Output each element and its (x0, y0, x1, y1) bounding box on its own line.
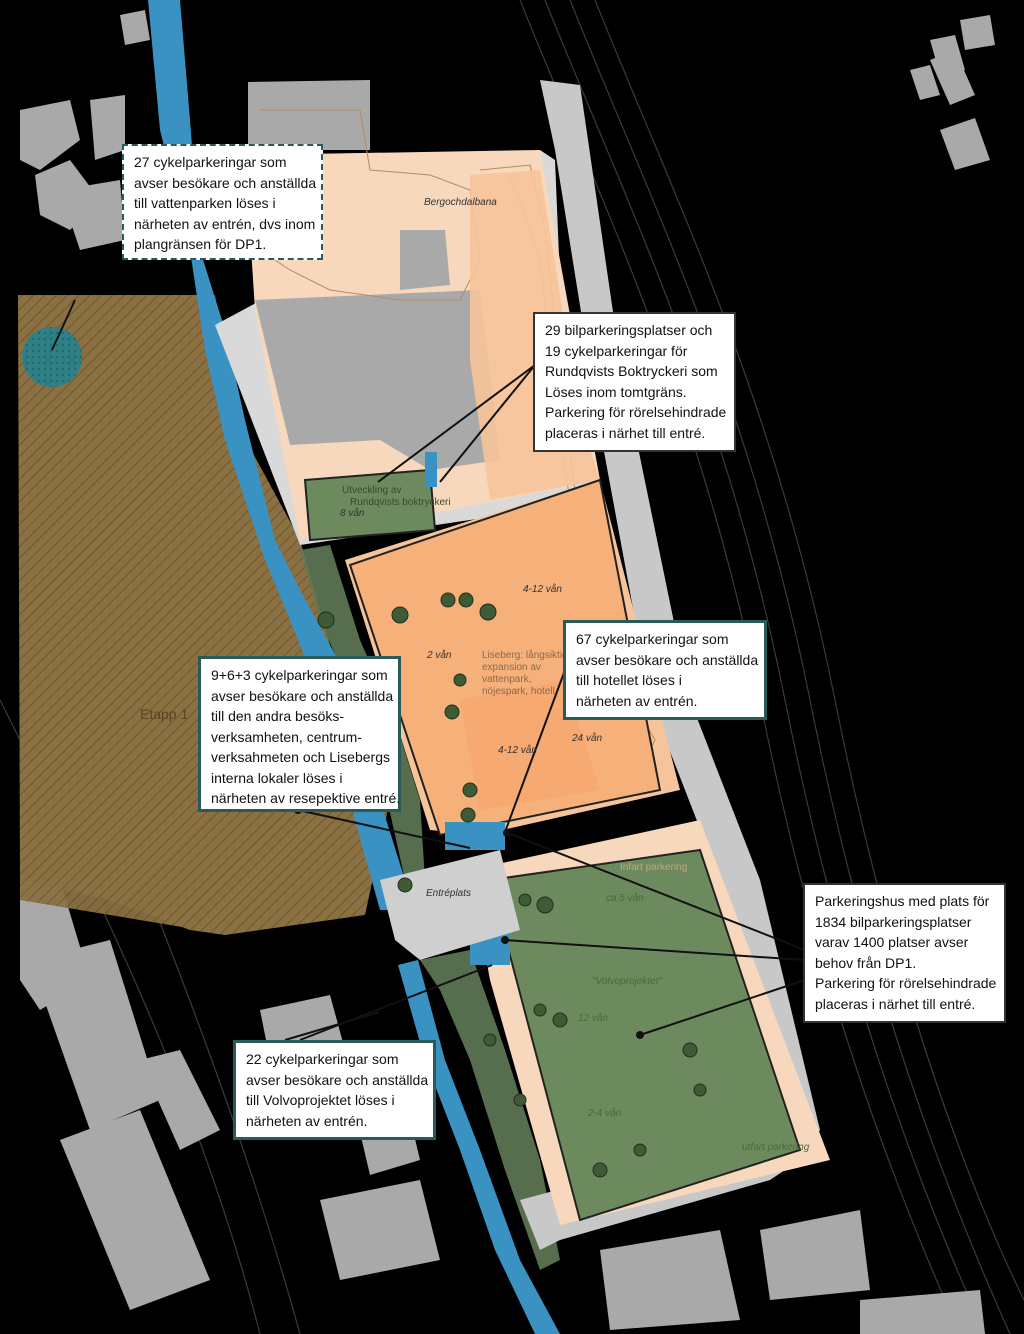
label-2-van: 2 vån (427, 650, 452, 661)
callout-line: Parkeringshus med plats för (815, 893, 990, 909)
label-4-12-van-top: 4-12 vån (523, 584, 562, 595)
label-volvoprojektet: "Volvoprojektet" (592, 976, 663, 987)
callout-line: placeras i närhet till entré. (545, 424, 706, 441)
label-utveckling: Utveckling av (342, 485, 402, 496)
callout-line: avser besökare och anställda (576, 651, 759, 668)
callout-line: 19 cykelparkeringar för (545, 342, 688, 359)
callout-line: placeras i närhet till entré. (815, 995, 976, 1012)
label-utfart: utfart parkering (742, 1142, 810, 1153)
callout-line: Parkering för rörelsehindrade (545, 404, 727, 420)
callout-vattenpark-bike: 27 cykelparkeringar som avser besökare o… (122, 144, 323, 260)
callout-line: närheten av entrén. (576, 692, 698, 709)
label-liseberg-2: expansion av (482, 662, 541, 673)
label-rundqvists: Rundqvists boktryckeri (350, 497, 451, 508)
callout-line: närheten av entrén, dvs inom (134, 215, 316, 232)
label-4-12-van-mid: 4-12 vån (498, 745, 537, 756)
callout-line: till vattenparken löses i (134, 195, 276, 211)
grey-block-top (400, 230, 450, 290)
rundqvists-bike-parking (425, 452, 437, 487)
hotel-bike-parking (445, 822, 505, 850)
callout-line: interna lokaler löses i (211, 769, 343, 786)
bergochdalbana-building (255, 290, 500, 470)
callout-line: till den andra besöks- (211, 708, 345, 724)
park-strip-south (420, 950, 560, 1270)
surrounding-buildings (20, 10, 995, 1334)
callout-line: närheten av entrén. (246, 1112, 368, 1129)
callout-line: 29 bilparkeringsplatser och (545, 322, 713, 338)
label-entreplats: Entréplats (426, 888, 472, 899)
label-12-van: 12 vån (578, 1013, 609, 1024)
volvoprojektet-building (488, 848, 802, 1222)
label-bergochdalbana: Bergochdalbana (424, 197, 497, 208)
callout-line: Löses inom tomtgräns. (545, 383, 687, 400)
entrance-plaza (380, 850, 520, 960)
callout-line: behov från DP1. (815, 954, 917, 971)
leader-dot (503, 829, 511, 837)
leader-dot (501, 936, 509, 944)
callout-line: verksahmeten och Lisebergs (211, 749, 390, 765)
callout-line: varav 1400 platser avser (815, 934, 969, 950)
callout-rundqvists-parking: 29 bilparkeringsplatser och 19 cykelpark… (533, 312, 736, 452)
callout-line: till hotellet löses i (576, 672, 682, 688)
callout-line: plangränsen för DP1. (134, 236, 267, 252)
leader-lines (51, 299, 806, 1041)
callout-volvo-bike: 22 cykelparkeringar som avser besökare o… (233, 1040, 436, 1140)
label-infart: Infart parkering (620, 862, 688, 873)
callout-line: 1834 bilparkeringsplatser (815, 913, 972, 930)
callout-line: 27 cykelparkeringar som (134, 154, 287, 170)
callout-line: Rundqvists Boktryckeri som (545, 363, 718, 379)
label-24-van: 24 vån (572, 733, 603, 744)
callout-line: 67 cykelparkeringar som (576, 631, 729, 647)
callout-line: verksamheten, centrum- (211, 728, 362, 745)
label-ca5-van: ca 5 vån (606, 893, 644, 904)
label-etapp: Etapp 1 (140, 706, 189, 722)
leader-dot (636, 1031, 644, 1039)
callout-line: närheten av resepektive entré. (211, 790, 401, 806)
callout-line: till Volvoprojektet löses i (246, 1092, 395, 1108)
label-2-4-van: 2-4 vån (588, 1108, 622, 1119)
callout-line: avser besökare och anställda (246, 1071, 429, 1088)
canal-south (398, 960, 560, 1334)
label-liseberg-4: nöjespark, hotell (482, 686, 555, 697)
callout-line: 22 cykelparkeringar som (246, 1051, 399, 1067)
trees (317, 592, 707, 1178)
callout-line: Parkering för rörelsehindrade (815, 975, 997, 991)
callout-hotel-bike: 67 cykelparkeringar som avser besökare o… (563, 620, 767, 720)
label-liseberg-1: Liseberg: långsiktig (482, 650, 568, 661)
label-liseberg-3: vattenpark, (482, 674, 532, 685)
callout-besok-bike: 9+6+3 cykelparkeringar som avser besökar… (198, 656, 401, 812)
callout-line: avser besökare och anställda (211, 687, 394, 704)
callout-line: avser besökare och anställda (134, 174, 317, 191)
label-8-van: 8 vån (340, 508, 365, 519)
callout-line: 9+6+3 cykelparkeringar som (211, 667, 388, 683)
callout-parkeringshus: Parkeringshus med plats för 1834 bilpark… (803, 883, 1006, 1023)
round-feature (22, 327, 82, 387)
